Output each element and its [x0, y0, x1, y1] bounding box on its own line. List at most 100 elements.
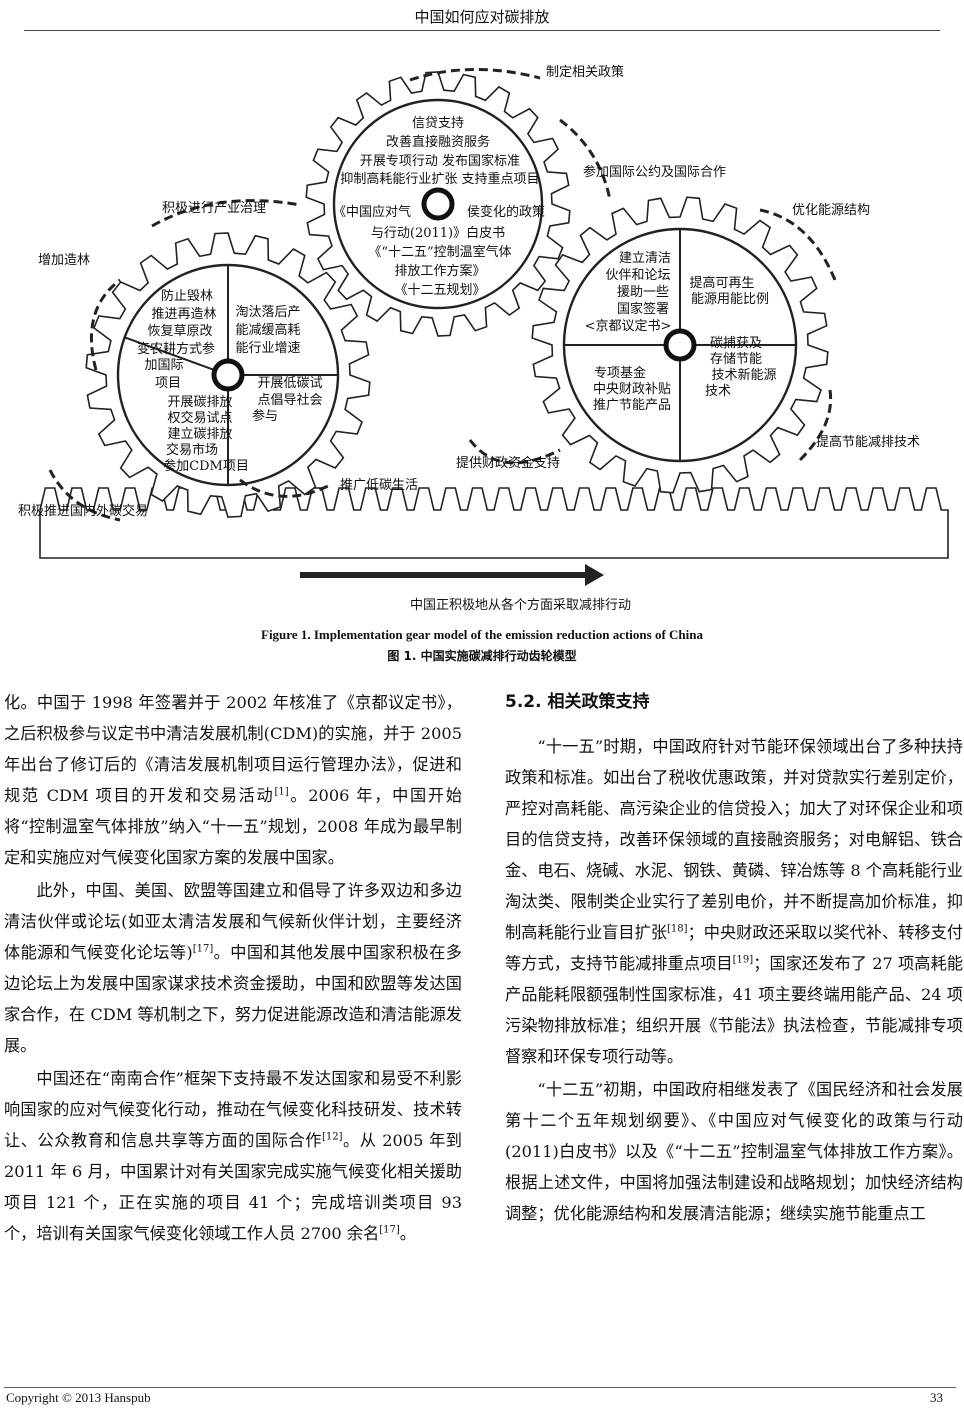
gear-right-line: 国家签署 [617, 301, 669, 317]
gear-top-line: 侯变化的政策 [467, 204, 545, 220]
gear-right-line: 碳捕获及 [710, 335, 762, 351]
arrow-intl [559, 118, 612, 201]
paragraph: “十一五”时期，中国政府针对节能环保领域出台了多种扶持政策和标准。如出台了税收优… [505, 731, 963, 1072]
gear-right-line: 推广节能产品 [593, 398, 671, 413]
gear-left-line: 参与 [252, 408, 278, 424]
text-span: “十一五”时期，中国政府针对节能环保领域出台了多种扶持政策和标准。如出台了税收优… [505, 737, 963, 942]
paragraph: 化。中国于 1998 年签署并于 2002 年核准了《京都议定书》，之后积极参与… [4, 687, 462, 873]
gear-right-line: 援助一些 [617, 285, 669, 300]
gear-right-line: 技术新能源 [711, 367, 776, 383]
gear-left-line: 恢复草原改 [147, 324, 212, 339]
paragraph: 此外，中国、美国、欧盟等国建立和倡导了许多双边和多边清洁伙伴或论坛(如亚太清洁发… [4, 875, 462, 1061]
label-tech: 提高节能减排技术 [816, 434, 920, 450]
gear-top [305, 71, 571, 337]
gear-right-line: 专项基金 [594, 365, 646, 381]
label-finance: 提供财政资金支持 [456, 455, 560, 471]
gear-left-line: 能减缓高耗 [235, 322, 300, 338]
gear-top-line: 排放工作方案》 [394, 263, 485, 279]
gear-left-line: 权交易试点 [167, 410, 232, 426]
gear-body [332, 98, 544, 310]
text-span: 化。中国于 1998 年签署并于 2002 年核准了《京都议定书》，之后积极参与… [4, 693, 462, 805]
gear-left-line: 淘汰落后产 [235, 305, 300, 320]
citation: [19] [732, 954, 754, 966]
arrow-tech [798, 389, 833, 462]
gear-right-line: 伙伴和论坛 [605, 268, 670, 283]
gear-top-line: 抑制高耗能行业扩张 支持重点项目 [340, 171, 539, 187]
arrow-finance [468, 439, 561, 465]
arrow-industry [151, 199, 301, 228]
footer-rule [4, 1387, 956, 1388]
paragraph: 中国还在“南南合作”框架下支持最不发达国家和易受不利影响国家的应对气候变化行动，… [4, 1063, 462, 1249]
gear-left-line: 项目 [155, 376, 181, 391]
gear-hub [211, 358, 245, 392]
gear-right-line: 提高可再生 [689, 275, 754, 291]
gear-top-line: 与行动(2011)》白皮书 [371, 225, 505, 241]
right-column: 5.2. 相关政策支持 “十一五”时期，中国政府针对节能环保领域出台了多种扶持政… [505, 687, 963, 1231]
page-number: 33 [930, 1390, 943, 1405]
gear-spoke [124, 336, 216, 372]
gear-right-line: 技术 [705, 384, 731, 399]
arrow-lowcarbon [239, 478, 331, 498]
gear-top-line: 《“十二五”控制温室气体 [368, 244, 511, 260]
running-title: 中国如何应对碳排放 [414, 8, 550, 26]
copyright: Copyright © 2013 Hanspub [6, 1390, 151, 1405]
gear-top-line: 《中国应对气 [333, 204, 411, 220]
bottom-arrow-head [585, 564, 604, 586]
gear-right-line: 能源用能比例 [691, 292, 769, 307]
gear-right-line: 建立清洁 [619, 251, 671, 266]
gear-left [85, 232, 371, 518]
text-span: 。从 2005 年到 2011 年 6 月，中国累计对有关国家完成实施气候变化相… [4, 1131, 462, 1243]
gear-top-line: 信贷支持 [412, 116, 464, 131]
header-rule [24, 30, 940, 31]
label-trade: 积极推进国内外碳交易 [18, 503, 148, 519]
gear-top-line: 改善直接融资服务 [386, 134, 490, 150]
gear-left-line: 开展碳排放 [167, 395, 232, 410]
text-span: 。 [399, 1224, 416, 1243]
gear-left-line: 开展低碳试 [257, 376, 322, 391]
label-lowcarbon: 推广低碳生活 [340, 478, 418, 493]
citation: [17] [192, 943, 214, 955]
gear-hub [663, 328, 697, 362]
section-heading: 5.2. 相关政策支持 [505, 692, 650, 712]
gear-top-line: 开展专项行动 发布国家标准 [360, 153, 520, 169]
gear-top-line: 《十二五规划》 [394, 283, 485, 298]
gear-left-line: 建立碳排放 [167, 427, 232, 442]
label-afforest: 增加造林 [38, 253, 90, 268]
citation: [12] [321, 1131, 343, 1143]
gear-right-line: 中央财政补贴 [593, 382, 671, 397]
gear-right-line: 存储节能 [710, 352, 762, 367]
arrow-trade [48, 469, 121, 522]
rack-base [39, 487, 949, 559]
gear-hub [421, 187, 455, 221]
citation: [1] [274, 786, 289, 798]
gear-model-figure: 制定相关政策 积极进行产业治理 参加国际公约及国际合作 增加造林 优化能源结构 … [18, 64, 949, 613]
gear-left-line: 参加CDM项目 [163, 458, 249, 474]
text-span: ；国家还发布了 27 项高耗能产品能耗限额强制性国家标准，41 项主要终端用能产… [505, 954, 964, 1066]
left-column: 化。中国于 1998 年签署并于 2002 年核准了《京都议定书》，之后积极参与… [4, 687, 462, 1251]
label-energy: 优化能源结构 [792, 203, 870, 218]
gear-left-line: 交易市场 [166, 442, 218, 458]
figure-caption-en: Figure 1. Implementation gear model of t… [261, 627, 703, 642]
label-intl: 参加国际公约及国际合作 [583, 164, 726, 180]
citation: [18] [667, 923, 688, 935]
gear-left-line: 推进再造林 [151, 307, 216, 322]
label-policy: 制定相关政策 [546, 64, 624, 80]
gear-left-line: 能行业增速 [235, 341, 300, 356]
arrow-energy [759, 208, 837, 281]
gear-left-line: 防止毁林 [161, 288, 213, 304]
gear-right-line: <京都议定书> [585, 319, 672, 334]
text-span: 此外，中国、美国、欧盟等国建立和倡导了许多双边和多边清洁伙伴或论坛(如亚太清洁发… [4, 881, 462, 962]
text-span: 。中国和其他发展中国家积极在多边论坛上为发展中国家谋求技术资金援助，中国和欧盟等… [4, 943, 462, 1055]
figure-caption-zh: 图 1. 中国实施碳减排行动齿轮模型 [387, 649, 577, 663]
gear-right [531, 196, 829, 494]
citation: [17] [379, 1224, 400, 1236]
gear-left-line: 点倡导社会 [257, 392, 322, 408]
label-bottom: 中国正积极地从各个方面采取减排行动 [410, 597, 631, 613]
arrow-afforest [89, 278, 121, 371]
arrow-top [409, 68, 541, 82]
gear-left-line: 加国际 [144, 358, 183, 373]
text-span: ；中央财政还采取以奖代补、转移支付等方式，支持节能减排重点项目 [505, 923, 963, 973]
paragraph: “十二五”初期，中国政府相继发表了《国民经济和社会发展第十二个五年规划纲要》、《… [505, 1074, 963, 1229]
text-span: 。2006 年，中国开始将“控制温室气体排放”纳入“十一五”规划，2008 年成… [4, 786, 462, 867]
text-span: “十二五”初期，中国政府相继发表了《国民经济和社会发展第十二个五年规划纲要》、《… [505, 1080, 963, 1223]
